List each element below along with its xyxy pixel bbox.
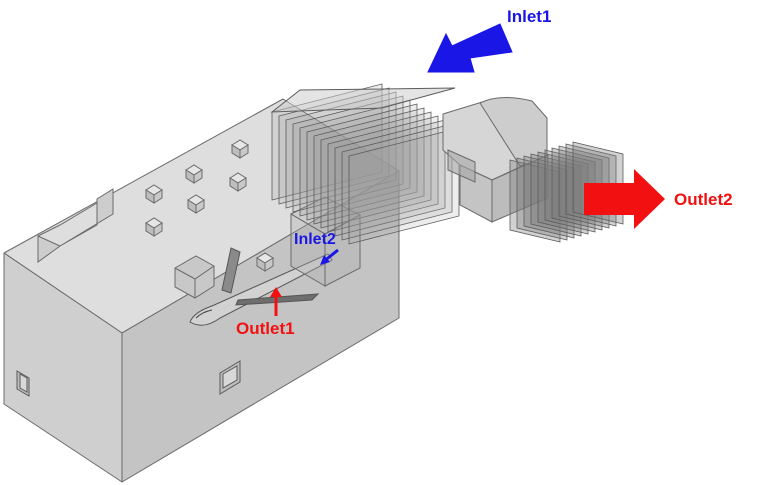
filter-plate bbox=[509, 159, 561, 243]
filter-plate bbox=[348, 127, 460, 245]
outlet2-arrow bbox=[584, 169, 665, 229]
roof-vent bbox=[231, 139, 249, 159]
filter-plate bbox=[299, 99, 411, 217]
filter-plate bbox=[530, 153, 582, 237]
inner-box bbox=[289, 196, 362, 287]
window bbox=[219, 360, 241, 395]
duct-elbow bbox=[442, 97, 549, 223]
roof-vent bbox=[145, 217, 163, 237]
roof-vent bbox=[187, 194, 205, 214]
outlet2-label: Outlet2 bbox=[674, 190, 733, 209]
filter-plate bbox=[313, 107, 425, 225]
inlet1-label: Inlet1 bbox=[507, 7, 551, 26]
aircraft-tail bbox=[221, 247, 241, 294]
roof-vent bbox=[229, 172, 247, 192]
aircraft bbox=[189, 247, 333, 326]
roof-vent bbox=[145, 184, 163, 204]
building-side-face bbox=[121, 170, 400, 483]
roof-notch bbox=[37, 188, 114, 263]
filter-plate bbox=[327, 115, 439, 233]
filter-plate bbox=[334, 119, 446, 237]
wall-windows bbox=[16, 360, 241, 397]
filter-plate bbox=[341, 123, 453, 241]
filter-plate bbox=[537, 151, 589, 235]
filter-plate bbox=[516, 157, 568, 241]
inlet2-label: Inlet2 bbox=[294, 231, 336, 248]
filter-stack-main bbox=[270, 83, 460, 245]
roof-vent bbox=[256, 252, 274, 272]
outlet1-arrow bbox=[270, 287, 282, 316]
hangar-cavity bbox=[174, 255, 215, 299]
filter-block-top bbox=[270, 87, 456, 113]
filter-plate bbox=[306, 103, 418, 221]
filter-plate bbox=[523, 155, 575, 239]
filter-plate bbox=[544, 149, 596, 233]
outlet1-label: Outlet1 bbox=[236, 319, 295, 338]
roof-vents bbox=[145, 139, 274, 272]
roof-vent bbox=[185, 164, 203, 184]
window bbox=[16, 370, 30, 397]
inlet2-arrow bbox=[320, 248, 339, 265]
filter-plate bbox=[320, 111, 432, 229]
inlet1-arrow bbox=[427, 23, 513, 73]
